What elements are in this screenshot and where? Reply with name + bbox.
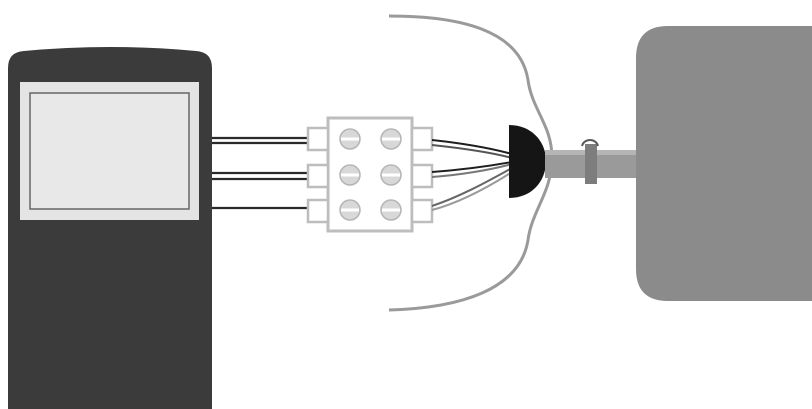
probe-wire-1 xyxy=(431,139,513,155)
display-screen xyxy=(29,92,190,210)
terminal-tab-left-1 xyxy=(306,126,330,152)
probe-wires xyxy=(431,139,513,211)
meter-cables xyxy=(212,136,308,210)
shaft xyxy=(545,139,639,184)
terminal-tab-left-3 xyxy=(306,198,330,224)
probe-head xyxy=(509,125,546,198)
terminal-tab-right-3 xyxy=(410,198,434,224)
machine-housing xyxy=(636,26,812,301)
probe-wire-4 xyxy=(431,163,513,178)
meter-device xyxy=(8,47,212,409)
coupling-clip-icon xyxy=(581,139,599,147)
terminal-block xyxy=(306,116,434,233)
terminal-tab-right-1 xyxy=(410,126,434,152)
terminal-tab-right-2 xyxy=(410,163,434,189)
shaft-coupling xyxy=(585,144,597,184)
terminal-tab-left-2 xyxy=(306,163,330,189)
probe-wire-6 xyxy=(431,171,513,211)
probe-wire-5 xyxy=(431,167,513,207)
probe-wire-2 xyxy=(431,144,513,159)
probe-wire-3 xyxy=(431,161,513,173)
screw-slots xyxy=(341,137,400,212)
